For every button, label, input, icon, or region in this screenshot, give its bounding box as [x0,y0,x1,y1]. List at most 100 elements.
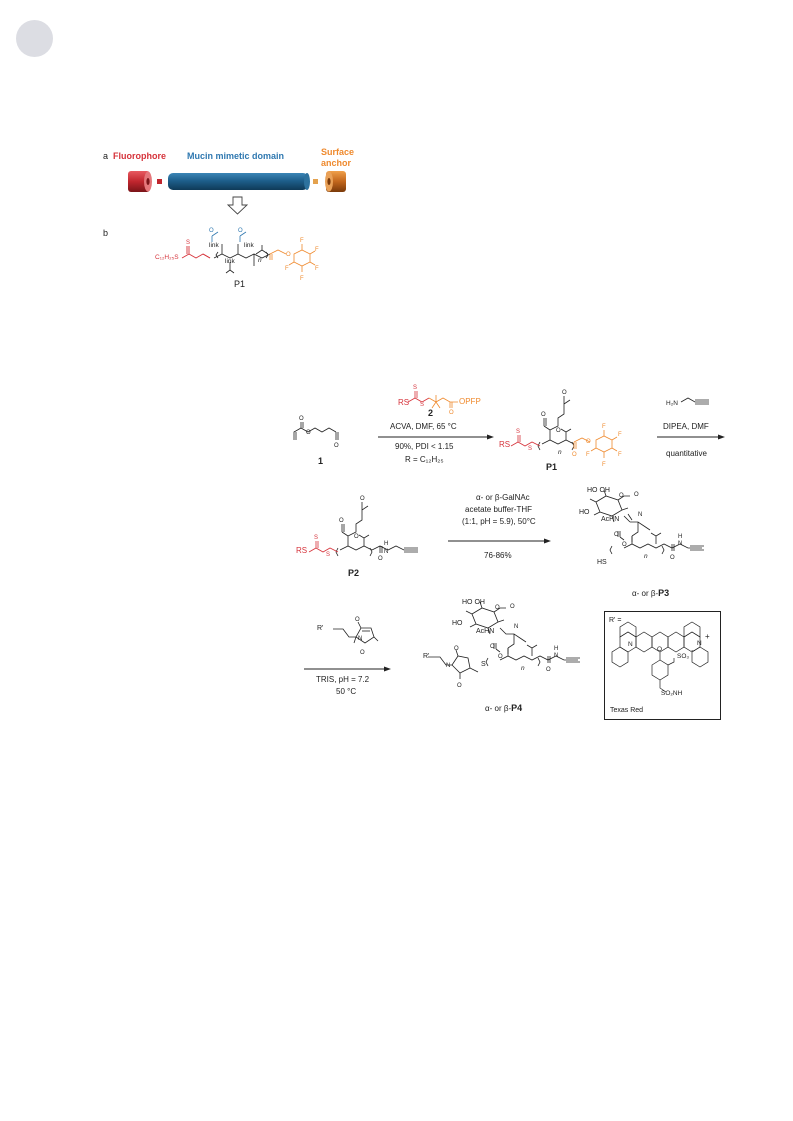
svg-text:O: O [334,443,339,449]
step3-cond-1: α- or β-GalNAc [476,493,530,502]
p3-prefix: α- or β- [632,589,659,598]
panel-a-letter: a [103,151,109,161]
svg-text:O: O [586,439,591,445]
svg-text:O: O [556,428,561,434]
svg-text:O: O [457,683,462,689]
svg-text:O: O [238,228,243,234]
step2-cond-1: DIPEA, DMF [663,422,709,431]
svg-text:H: H [678,534,682,540]
svg-text:H: H [554,646,558,652]
p4-label: α- or β-P4 [485,703,522,713]
p3-achn: AcHN [601,516,620,523]
svg-text:O: O [286,252,291,258]
p4-achn: AcHN [476,628,495,635]
svg-text:O: O [572,452,577,458]
texas-red-n-left: N [628,641,633,648]
corner-marker [16,20,53,57]
texas-red-o: O [657,646,663,653]
svg-text:O: O [541,412,546,418]
svg-text:O: O [622,542,627,548]
svg-text:O: O [360,650,365,656]
texas-red-plus: + [705,632,710,641]
svg-text:F: F [300,238,304,244]
p2-rs: RS [296,546,308,555]
svg-text:F: F [618,452,622,458]
svg-text:O: O [614,532,619,538]
svg-text:O: O [354,534,359,540]
step4-cond-2: 50 °C [336,687,357,696]
p4-name: P4 [511,703,523,713]
p4-r: R' [423,653,430,660]
svg-text:O: O [510,604,515,610]
svg-text:S: S [186,240,190,246]
p4-prefix: α- or β- [485,704,512,713]
panel-b-letter: b [103,228,109,238]
svg-text:O: O [634,492,639,498]
down-arrow-icon [226,196,249,215]
p1-label-b: P1 [234,279,246,289]
svg-text:F: F [602,424,606,430]
svg-text:F: F [586,452,590,458]
step1-cond-1: ACVA, DMF, 65 °C [390,422,457,431]
svg-text:O: O [495,605,500,611]
svg-text:N: N [514,624,518,630]
link-label-2: link [244,242,254,249]
svg-text:S: S [516,429,520,435]
svg-text:O: O [490,644,495,650]
p4-ho-oh: HO OH [462,599,485,606]
svg-text:O: O [619,493,624,499]
step3-cond-4: 76-86% [484,551,512,560]
link-label-1: link [209,242,219,249]
surface-anchor-label-2: anchor [321,158,352,168]
svg-text:F: F [602,462,606,468]
surface-anchor-label-1: Surface [321,147,355,157]
svg-text:N: N [384,549,388,555]
step2-cond-2: quantitative [666,449,707,458]
repeat-n-label: n [258,257,262,264]
monomer-number: 1 [318,456,324,466]
step3-cond-3: (1:1, pH = 5.9), 50°C [462,517,536,526]
svg-text:F: F [300,276,304,282]
svg-text:S: S [420,402,424,408]
texas-red-box [604,611,721,720]
chain-end-label: C₁₂H₂₅S [155,254,179,261]
propargylamine-label: H₂N [666,400,678,407]
texas-red-name: Texas Red [610,707,644,714]
fluorophore-label: Fluorophore [113,151,166,161]
svg-text:N: N [638,512,642,518]
svg-text:H: H [384,541,388,547]
svg-text:O: O [449,410,454,416]
fluorophore-shape [128,171,150,192]
link-label-3: link [225,258,235,265]
p4-s: S [481,661,486,668]
texas-red-r-eq: R' = [609,617,622,624]
svg-text:N: N [554,653,558,659]
p4-n: n [521,665,525,672]
svg-text:N: N [358,636,362,642]
svg-text:F: F [618,432,622,438]
texas-red-minus: − [691,648,696,655]
svg-text:O: O [306,430,311,436]
p2-label: P2 [348,568,360,578]
texas-red-so2nh: SO₂NH [661,690,683,697]
p3-ho: HO [579,509,590,516]
svg-text:O: O [360,496,365,502]
texas-red-so3: SO₃ [677,653,690,660]
svg-text:O: O [209,228,214,234]
maleimide-r: R' [317,625,324,632]
reagent2-rs: RS [398,398,410,407]
svg-text:F: F [315,266,319,272]
p3-n: n [644,553,648,560]
svg-text:F: F [285,266,289,272]
svg-text:O: O [546,667,551,673]
mimetic-domain-label: Mucin mimetic domain [187,151,285,161]
svg-text:S: S [326,552,330,558]
step3-cond-2: acetate buffer-THF [465,505,532,514]
p3-hs: HS [597,559,607,566]
p1-rs: RS [499,440,511,449]
svg-text:O: O [498,654,503,660]
svg-text:O: O [670,555,675,561]
